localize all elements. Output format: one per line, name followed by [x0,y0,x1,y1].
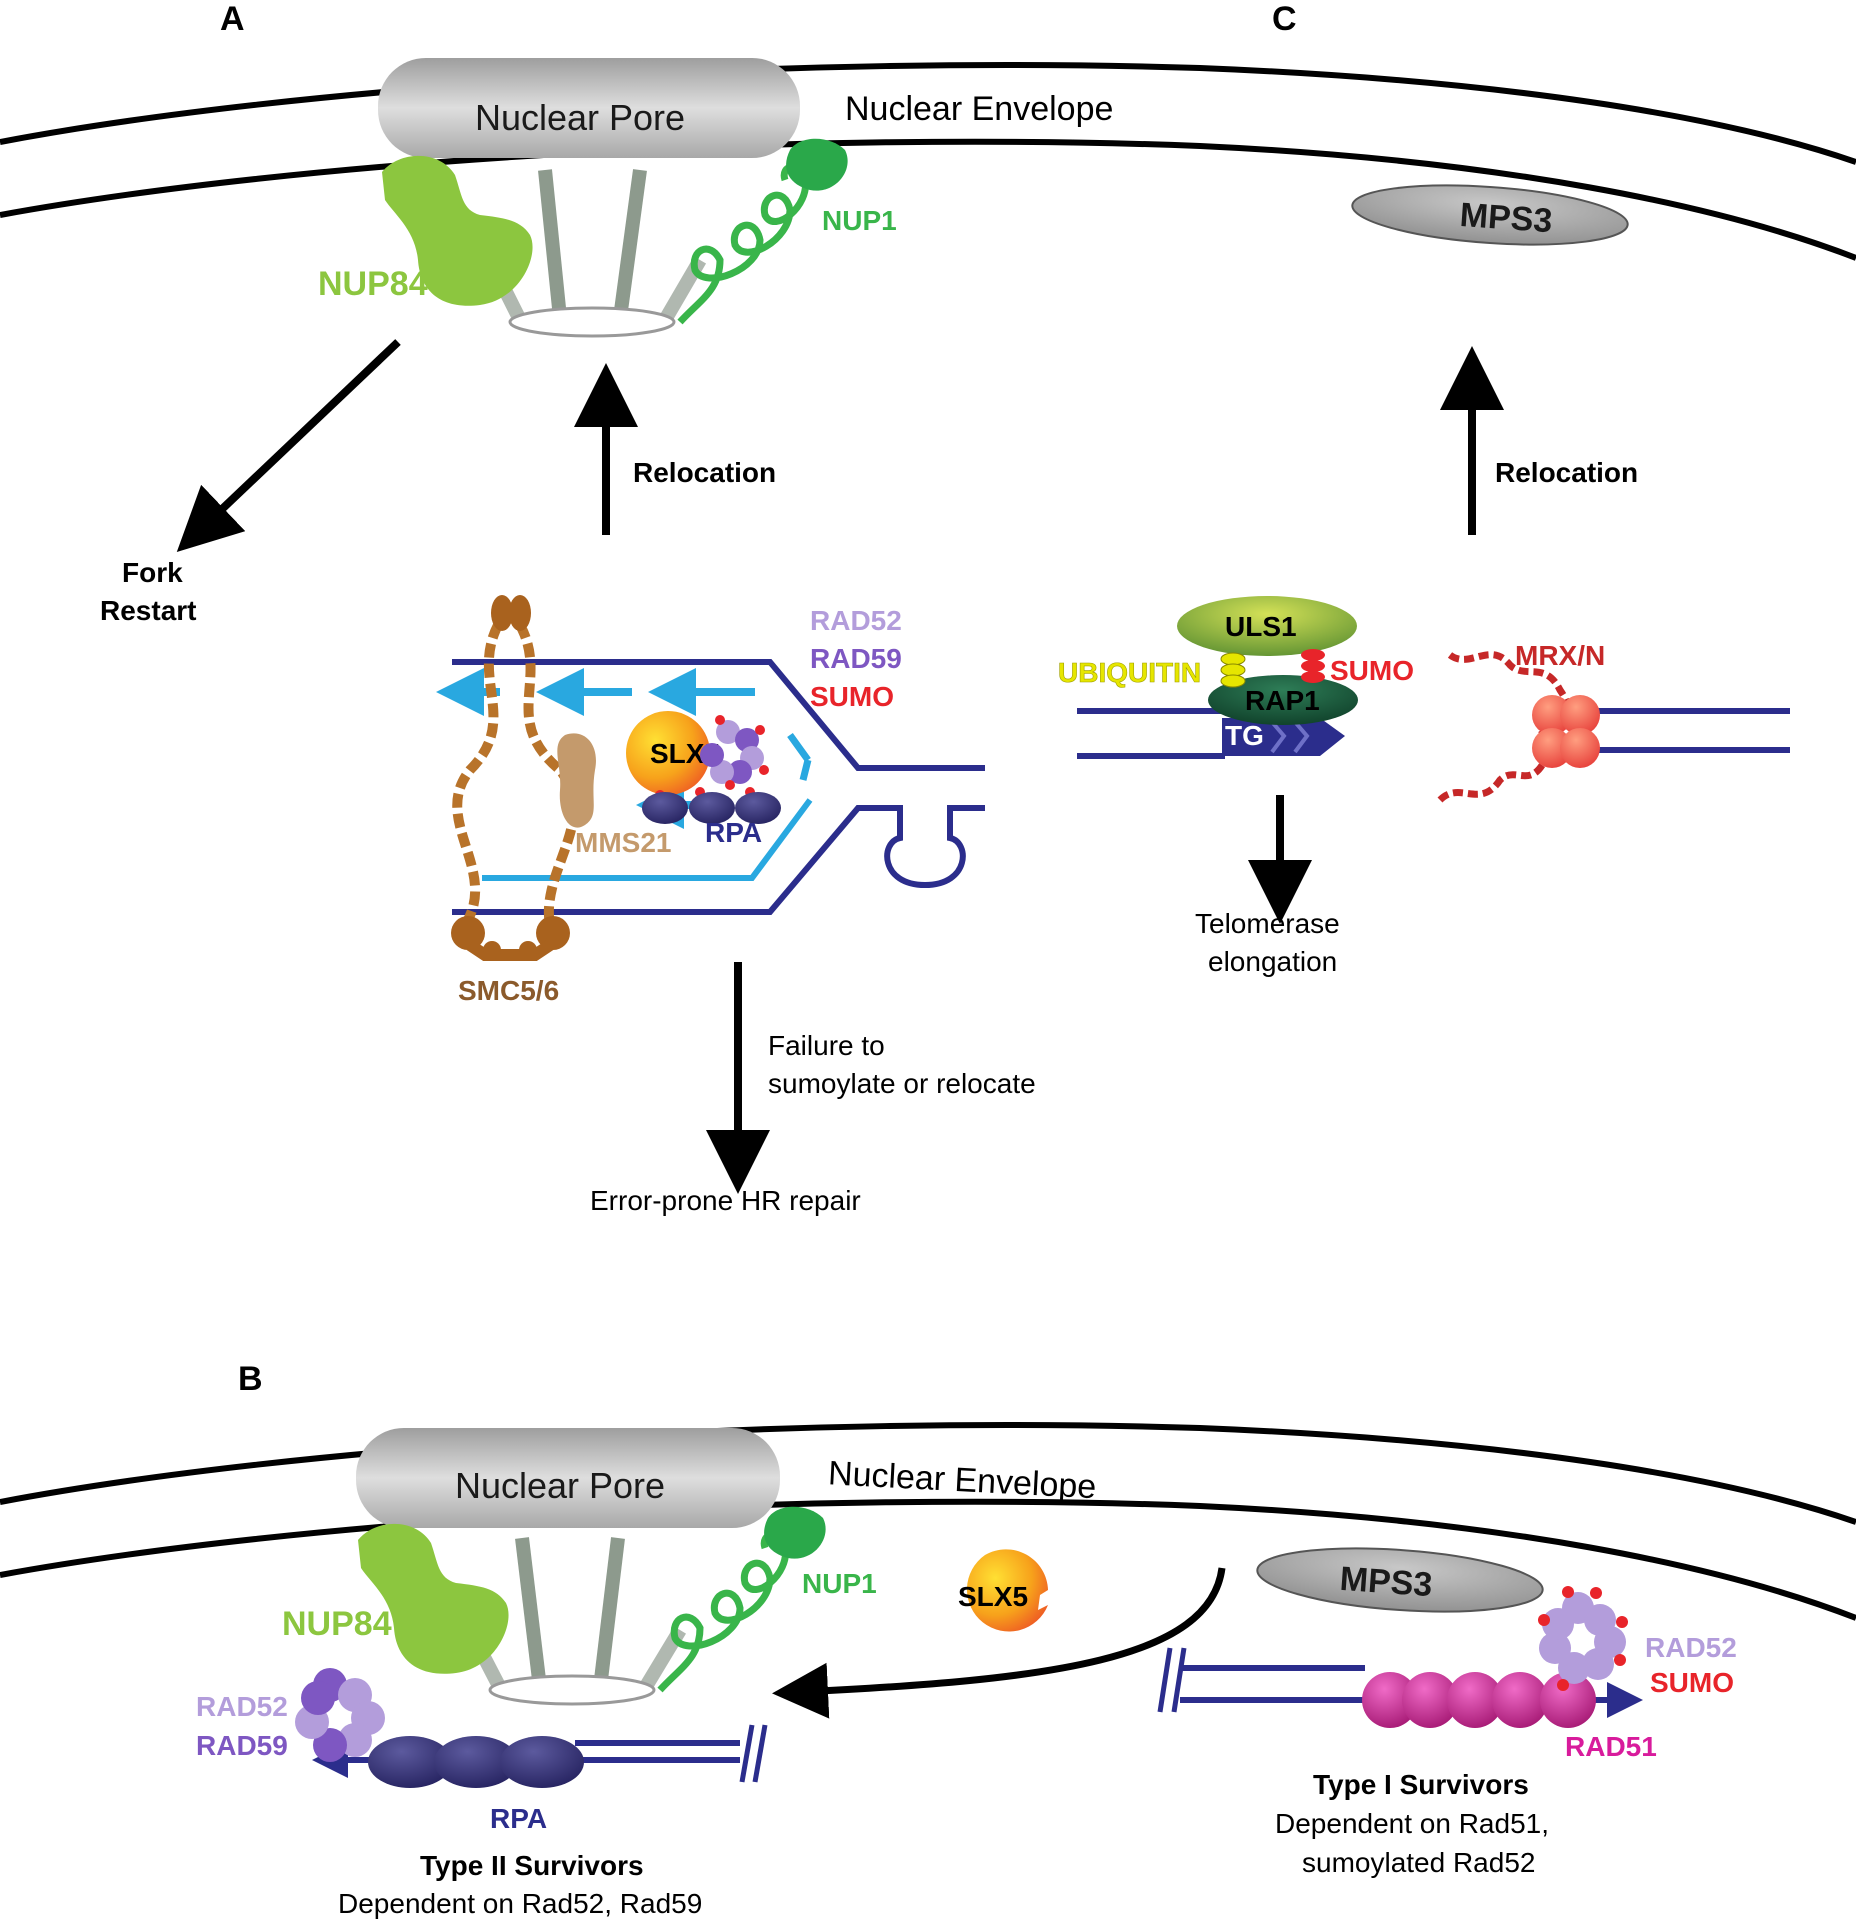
rpa-complex-b [368,1736,584,1788]
rad52-label-b-right: RAD52 [1645,1632,1737,1663]
panel-label-b: B [238,1360,263,1398]
nup84-protein-a [382,155,533,306]
rpa-complex-a [642,787,781,824]
slx5-label-b: SLX5 [958,1581,1028,1612]
replication-fork [436,659,985,915]
sumo-label-a: SUMO [810,681,894,712]
sumo-chain-c [1301,649,1325,683]
nuclear-pore-b: Nuclear Pore [356,1428,780,1706]
mps3-protein-b [1256,1547,1544,1613]
telomerase-label-1: Telomerase [1195,908,1340,939]
relocation-label-c: Relocation [1495,457,1638,488]
nup84-protein-b [358,1523,509,1674]
nup1-coil-b [657,1531,789,1693]
mps3-label-c: MPS3 [1459,196,1554,240]
fork-restart-arrow [176,339,401,553]
fork-restart-label-1: Fork [122,557,183,588]
rad51-label: RAD51 [1565,1731,1657,1762]
failure-label-1: Failure to [768,1030,885,1061]
nuclear-pore-label-a: Nuclear Pore [475,97,685,138]
rpa-label-b: RPA [490,1803,547,1834]
relocation-label-a: Relocation [633,457,776,488]
nup1-label-b: NUP1 [802,1568,877,1599]
rad51-filament [1362,1672,1596,1728]
smc56-label: SMC5/6 [458,975,559,1006]
nuclear-envelope-outer-top [0,62,1856,165]
rad52-sumo-ring-b [1538,1586,1628,1691]
type1-desc-1: Dependent on Rad51, [1275,1808,1549,1839]
type2-title: Type II Survivors [420,1850,644,1881]
rad59-label-a: RAD59 [810,643,902,674]
rap1-label: RAP1 [1245,685,1320,716]
nuclear-envelope-outer-b [0,1422,1856,1525]
fork-top-strand [452,659,985,771]
nuclear-envelope-inner-top [0,138,1856,261]
rad59-label-b: RAD59 [196,1730,288,1761]
panel-b: B Nuclear Pore Nuclear Envelope NUP84 NU… [0,1360,1856,1919]
sumo-label-c: SUMO [1330,655,1414,686]
tg-label: TG [1225,720,1264,751]
fork-restart-label-2: Restart [100,595,196,626]
failure-label-2: sumoylate or relocate [768,1068,1036,1099]
type1-title: Type I Survivors [1313,1769,1529,1800]
ubiquitin-label: UBIQUITIN [1058,657,1201,688]
slx5-protein-a [626,711,710,795]
nup84-label-b: NUP84 [282,1605,392,1643]
nup1-head-b [764,1506,826,1559]
type1-desc-2: sumoylated Rad52 [1302,1847,1535,1878]
rad52-rad59-ring-a [700,715,769,790]
rad52-label-b-left: RAD52 [196,1691,288,1722]
mms21-label: MMS21 [575,827,671,858]
nuclear-envelope-label-b: Nuclear Envelope [827,1454,1097,1506]
panel-label-c: C [1272,0,1297,38]
panel-label-a: A [220,0,245,38]
nuclear-envelope-label-a: Nuclear Envelope [845,90,1113,128]
telomerase-label-2: elongation [1208,946,1337,977]
rap1-protein [1208,675,1358,725]
mps3-label-b: MPS3 [1339,1560,1434,1604]
type2-desc: Dependent on Rad52, Rad59 [338,1888,702,1919]
mrxn-label: MRX/N [1515,640,1605,671]
rpa-label-a: RPA [705,817,762,848]
mps3-to-pore-arrow [772,1567,1226,1719]
mps3-protein-c [1351,184,1629,246]
rad52-label-a: RAD52 [810,605,902,636]
rad52-rad59-ring-b [295,1668,385,1762]
pore-body-a [378,58,800,158]
nup1-head-a [786,138,848,191]
pore-body-b [356,1428,780,1528]
nup84-label-a: NUP84 [318,265,428,303]
nup1-coil-a [677,163,809,325]
panel-a-c-top: A C Nuclear Pore Nuclear Envelope NUP84 … [0,0,1856,1216]
error-prone-label: Error-prone HR repair [590,1185,861,1216]
nup1-label-a: NUP1 [822,205,897,236]
uls1-label: ULS1 [1225,611,1297,642]
fork-reversal-arrows [787,732,812,781]
mms21-protein [557,733,596,828]
pore-ring-a [508,306,676,338]
pore-ring-b [488,1674,656,1706]
mrxn-complex [1437,651,1790,803]
smc56-complex [451,595,579,961]
uls1-protein [1177,596,1357,656]
nascent-lagging-strand [482,798,813,881]
sumo-label-b: SUMO [1650,1667,1734,1698]
nuclear-pore-label-b: Nuclear Pore [455,1465,665,1506]
fork-bottom-strand [452,805,985,915]
slx5-protein-b [966,1549,1048,1632]
ubiquitin-chain [1220,652,1246,688]
nuclear-envelope-inner-b [0,1498,1856,1621]
